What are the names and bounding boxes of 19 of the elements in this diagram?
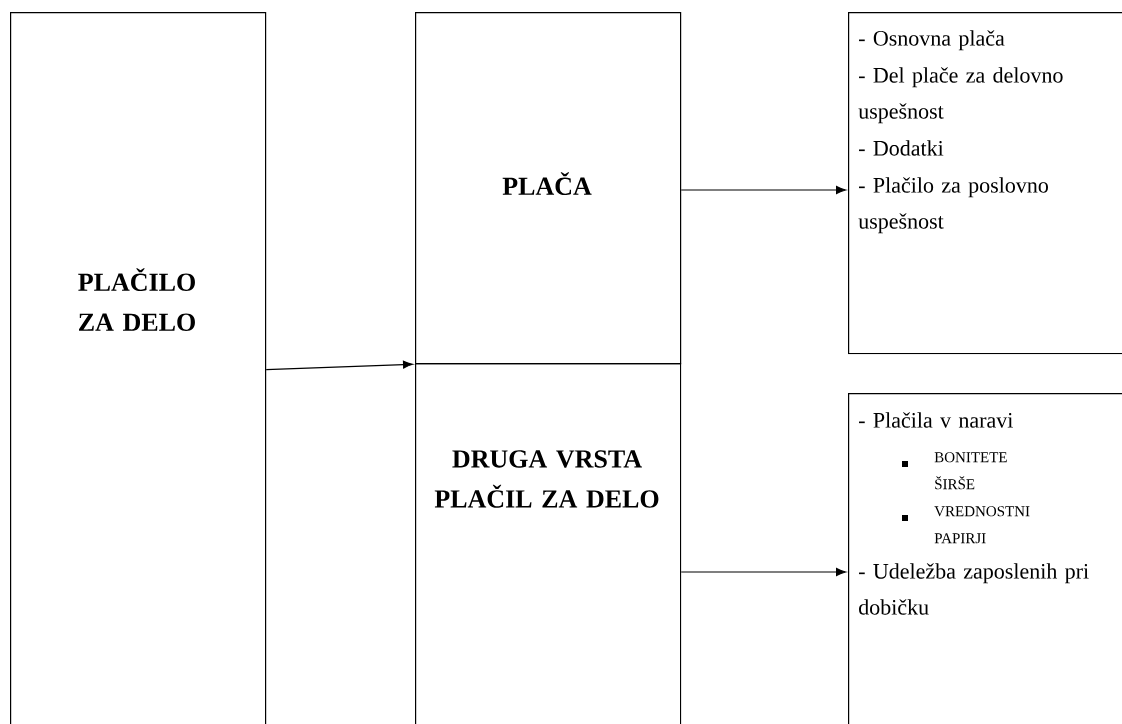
heading: PLAČA [502, 172, 592, 196]
arrow [680, 567, 847, 577]
list-item: - Udeležba zaposlenih pri dobičku [859, 563, 1089, 615]
heading: DRUGA VRSTA PLAČIL ZA DELO [434, 450, 659, 508]
list-box [848, 12, 1122, 355]
list-item: VREDNOSTNI PAPIRJI [934, 506, 1030, 544]
list-item: BONITETE ŠIRŠE [934, 452, 1007, 490]
list-item: - Del plače za delovno uspešnost [858, 67, 1063, 124]
list-item: - Dodatki [859, 140, 944, 156]
list-item: - Plačila v naravi [859, 412, 1013, 428]
process-box [10, 12, 267, 724]
arrow [265, 360, 414, 371]
process-box [415, 12, 682, 365]
list-item: - Plačilo za poslovno uspešnost [858, 177, 1048, 234]
list-item: - Osnovna plača [859, 30, 1005, 51]
heading: PLAČILO ZA DELO [78, 268, 195, 332]
process-box [415, 363, 682, 724]
arrow [680, 185, 847, 195]
list-box [848, 393, 1122, 724]
